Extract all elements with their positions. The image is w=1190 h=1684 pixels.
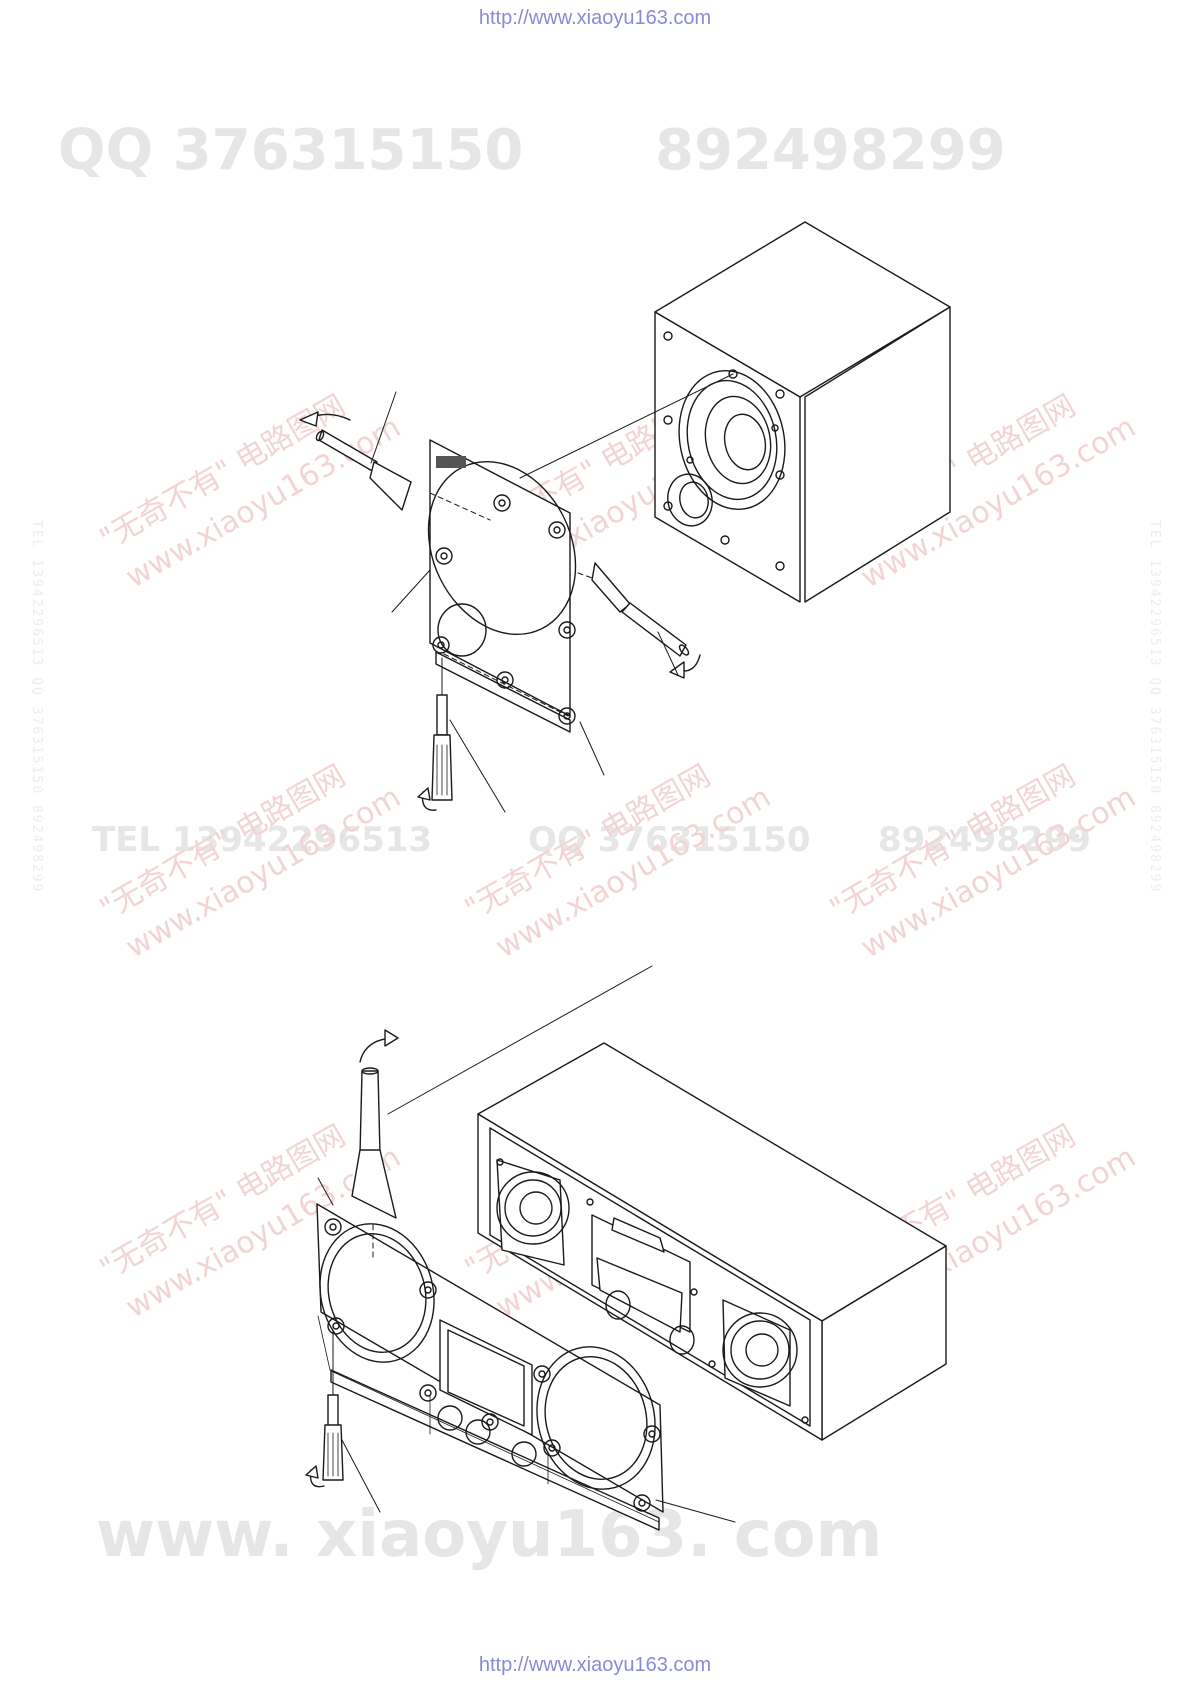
front-grille-panel xyxy=(427,439,599,733)
lower-screwdriver xyxy=(305,1329,344,1488)
lower-spatula xyxy=(351,1029,399,1219)
upper-left-spatula xyxy=(299,391,412,511)
center-speaker-cabinet xyxy=(477,1042,947,1441)
watermark-mid-number: 892498299 xyxy=(878,820,1091,860)
watermark-bottom-site: www. xiaoyu163. com xyxy=(96,1498,883,1572)
center-front-grille xyxy=(316,1203,664,1531)
footer-url[interactable]: http://www.xiaoyu163.com xyxy=(478,1654,712,1676)
watermark-top-number: 892498299 xyxy=(655,118,1006,183)
upper-right-spatula xyxy=(591,562,701,679)
subwoofer-cabinet xyxy=(654,221,951,603)
watermark-mid-tel: TEL 13942296513 xyxy=(92,820,433,860)
header-url[interactable]: http://www.xiaoyu163.com xyxy=(478,7,712,29)
watermark-top-qq: QQ 376315150 xyxy=(58,118,524,183)
watermark-mid-qq: QQ 376315150 xyxy=(528,820,811,860)
upper-screwdriver xyxy=(417,657,453,811)
